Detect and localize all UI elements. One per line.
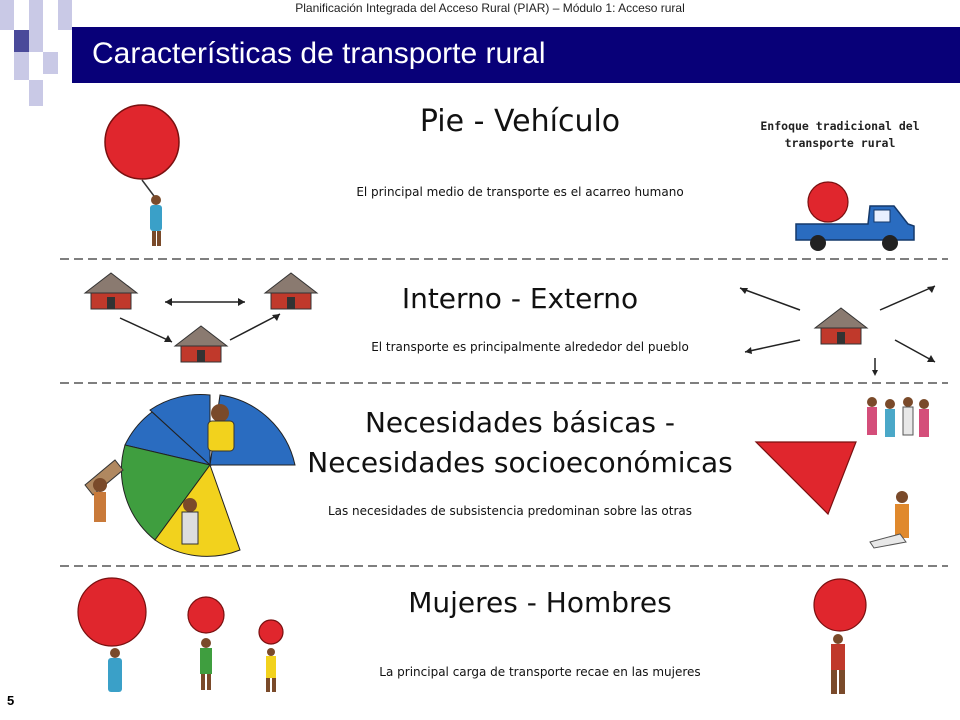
slide-title: Características de transporte rural xyxy=(92,37,546,70)
decor-square xyxy=(29,80,43,106)
decor-square xyxy=(14,30,29,52)
decor-square xyxy=(29,0,43,30)
heading-necesidades-line1: Necesidades básicas - xyxy=(364,406,676,439)
group-of-people-illustration xyxy=(867,397,929,549)
title-bar: Características de transporte rural xyxy=(72,27,960,83)
traditional-approach-note: Enfoque tradicional del transporte rural xyxy=(760,119,920,150)
caption-interno-externo: El transporte es principalmente alrededo… xyxy=(371,340,689,354)
truck-with-load-illustration xyxy=(795,181,915,251)
village-internal-transport-illustration xyxy=(84,272,318,363)
caption-pie-vehiculo: El principal medio de transporte es el a… xyxy=(356,185,684,199)
person-carrying-load-illustration xyxy=(104,104,180,246)
caption-mujeres-hombres: La principal carga de transporte recae e… xyxy=(379,665,701,679)
section-divider xyxy=(60,258,948,260)
heading-necesidades-line2: Necesidades socioeconómicas xyxy=(307,446,733,479)
man-carrying-load-illustration xyxy=(813,578,867,694)
basic-needs-pie-illustration xyxy=(84,394,296,557)
heading-mujeres-hombres: Mujeres - Hombres xyxy=(408,586,672,619)
section-divider xyxy=(60,382,948,384)
section-divider xyxy=(60,565,948,567)
caption-necesidades: Las necesidades de subsistencia predomin… xyxy=(327,504,693,518)
decor-square xyxy=(14,52,29,80)
decor-square xyxy=(29,30,43,52)
heading-interno-externo: Interno - Externo xyxy=(401,282,639,315)
presentation-header-note: Planificación Integrada del Acceso Rural… xyxy=(295,1,685,15)
decor-square xyxy=(0,0,14,30)
decor-square xyxy=(58,0,72,30)
heading-pie-vehiculo: Pie - Vehículo xyxy=(419,104,621,139)
socioeconomic-triangle-illustration xyxy=(754,441,857,516)
page-number: 5 xyxy=(7,693,15,708)
decor-square xyxy=(43,52,58,74)
women-carrying-loads-illustration xyxy=(77,577,284,692)
village-external-transport-illustration xyxy=(739,285,936,376)
